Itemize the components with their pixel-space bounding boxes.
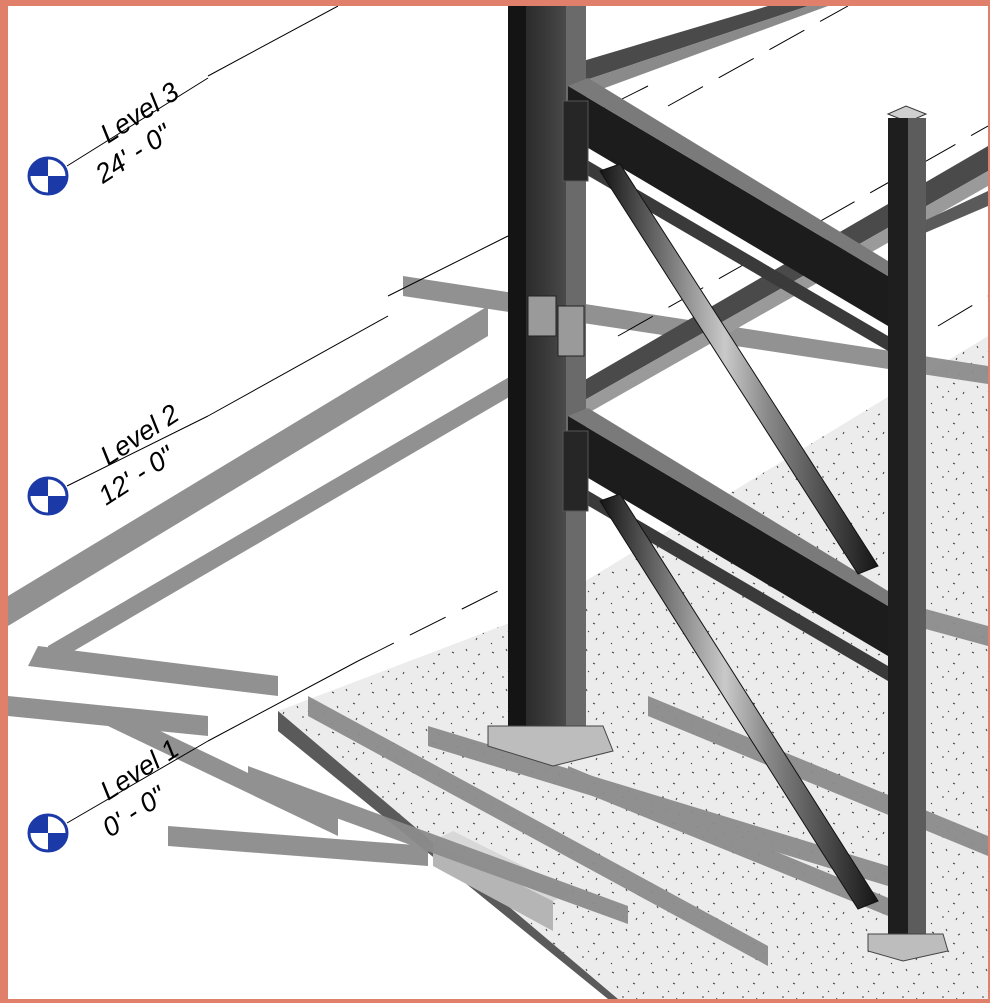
steel-beam-lower[interactable] (562, 408, 888, 681)
background-beams[interactable] (583, 6, 988, 416)
level-head-icon (27, 813, 69, 853)
diagonal-brace-upper[interactable] (599, 163, 879, 575)
shadow-projection (8, 276, 988, 966)
diagonal-brace-lower[interactable] (599, 493, 879, 910)
level-3-marker[interactable]: Level 3 24' - 0" (27, 76, 209, 196)
level-head-icon (27, 476, 69, 516)
model-scene[interactable]: Level 3 24' - 0" Level 2 12' - 0" Level … (8, 6, 988, 999)
level-lines (207, 6, 988, 742)
3d-viewport[interactable]: Level 3 24' - 0" Level 2 12' - 0" Level … (8, 6, 988, 999)
steel-beam-upper[interactable] (562, 78, 888, 351)
steel-column-right[interactable] (867, 105, 949, 962)
level-head-icon (27, 156, 69, 196)
